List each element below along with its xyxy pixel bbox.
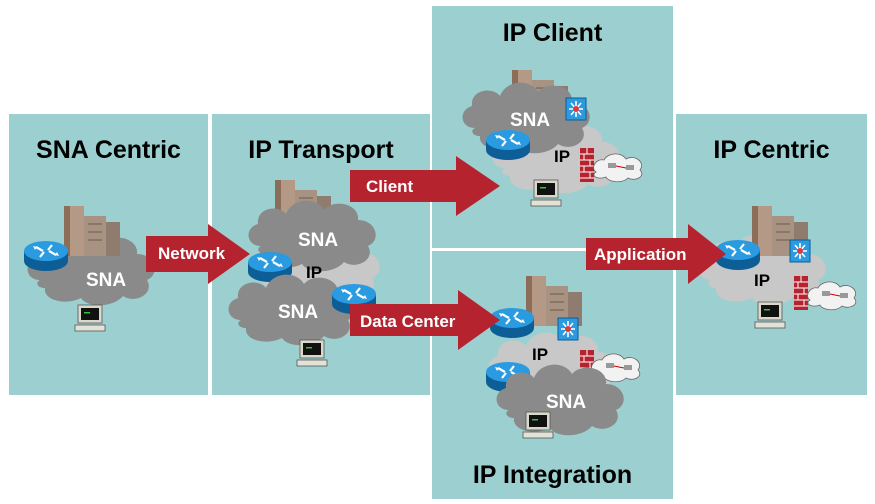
ip-cloud-label: IP xyxy=(306,263,322,282)
sna-cloud-label: SNA xyxy=(546,392,586,413)
panel-title-ip-integration: IP Integration xyxy=(472,461,633,489)
ip-cloud-label: IP xyxy=(754,271,770,290)
sna-centric-network: SNA xyxy=(22,205,155,332)
ip-client-network: SNA IP xyxy=(462,69,643,207)
ip-cloud-label: IP xyxy=(554,147,570,166)
sna-cloud-label: SNA xyxy=(86,270,126,291)
ip-cloud-label: IP xyxy=(532,345,548,364)
switch-icon xyxy=(565,97,587,121)
workstation-icon xyxy=(754,301,786,329)
mainframe-icon xyxy=(63,205,121,257)
workstation-icon xyxy=(522,411,554,439)
panel-title-ip-transport: IP Transport xyxy=(248,136,394,164)
ip-integration-network: IP SNA xyxy=(484,275,641,439)
workstation-icon xyxy=(530,179,562,207)
arrow-label-network: Network xyxy=(158,244,226,263)
switch-icon xyxy=(557,317,579,341)
router-icon xyxy=(484,128,532,162)
sna-cloud-label: SNA xyxy=(278,302,318,323)
arrow-application xyxy=(586,224,726,284)
arrow-label-application: Application xyxy=(594,245,687,264)
arrow-label-client: Client xyxy=(366,177,414,196)
sna-cloud-label: SNA xyxy=(298,230,338,251)
router-icon xyxy=(22,239,70,273)
arrow-label-data-center: Data Center xyxy=(360,312,456,331)
workstation-icon xyxy=(74,304,106,332)
arrow-data-center xyxy=(350,290,500,350)
sna-cloud-label: SNA xyxy=(510,110,550,131)
firewall-icon xyxy=(579,147,595,183)
panel-title-ip-client: IP Client xyxy=(502,19,603,47)
panel-title-ip-centric: IP Centric xyxy=(713,136,830,164)
ip-centric-network: IP xyxy=(698,205,857,329)
firewall-icon xyxy=(793,275,809,311)
workstation-icon xyxy=(296,339,328,367)
panel-title-sna-centric: SNA Centric xyxy=(36,136,181,164)
arrow-network xyxy=(146,224,250,284)
switch-icon xyxy=(789,239,811,263)
arrow-client xyxy=(350,156,500,216)
router-icon xyxy=(488,306,536,340)
ip-transport-network: SNA IP SNA xyxy=(228,179,380,367)
